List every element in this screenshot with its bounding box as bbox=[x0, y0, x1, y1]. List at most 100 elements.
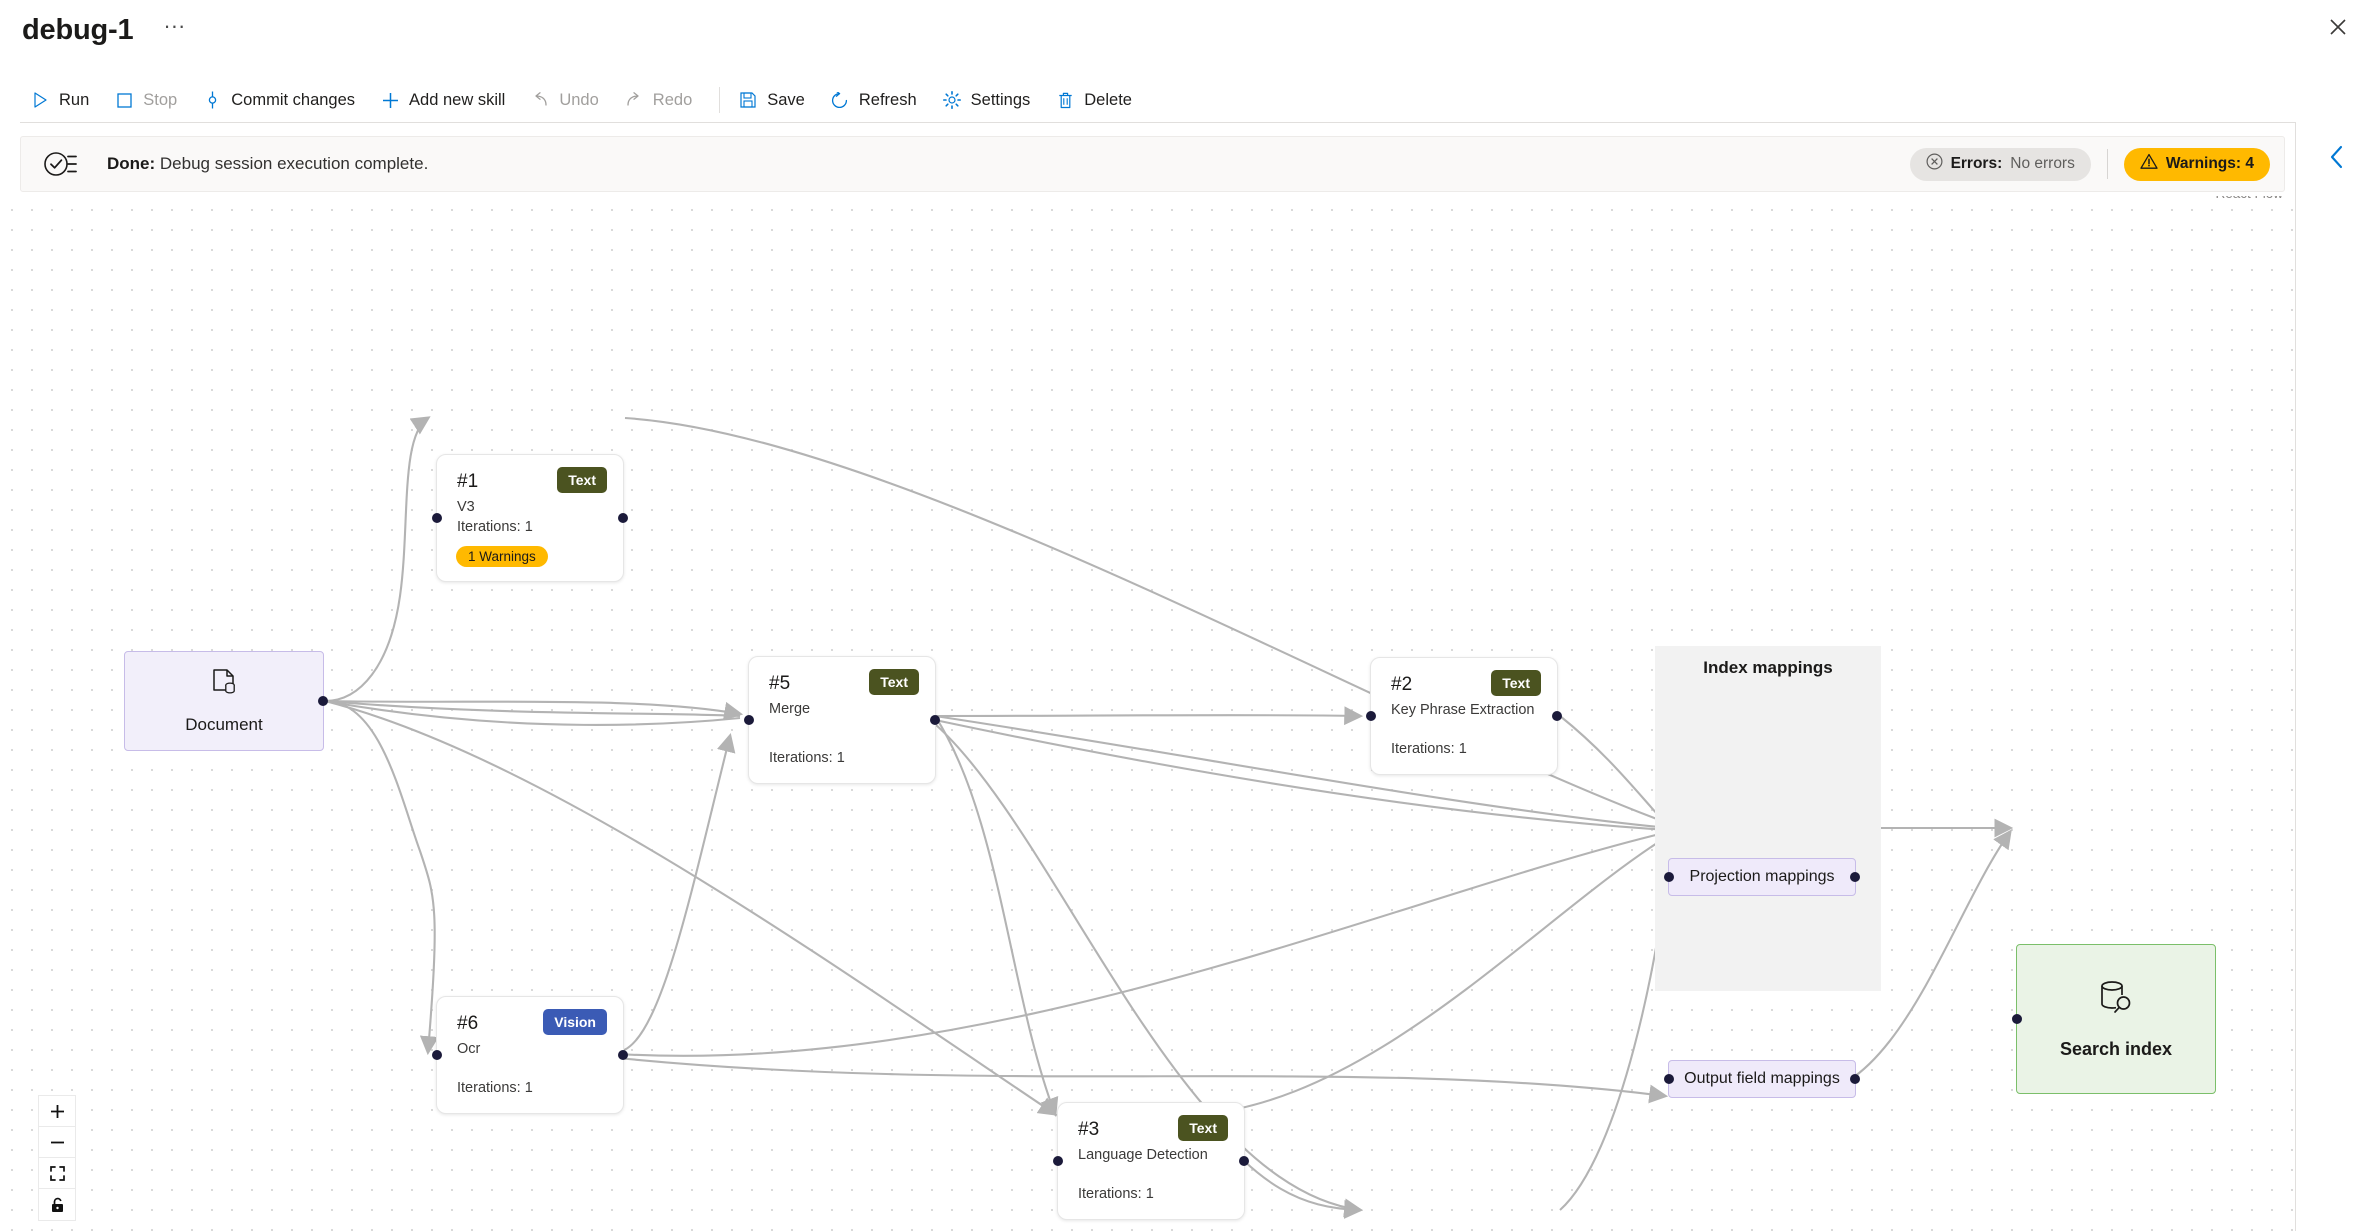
stop-button[interactable]: Stop bbox=[106, 84, 190, 116]
output-field-mappings-node[interactable]: Output field mappings bbox=[1664, 1060, 1860, 1098]
index-mappings-group[interactable]: Index mappings bbox=[1655, 646, 1881, 991]
lock-button[interactable] bbox=[39, 1189, 75, 1220]
skill-output-port[interactable] bbox=[1239, 1156, 1249, 1166]
redo-button[interactable]: Redo bbox=[616, 84, 705, 116]
mapping-input-port[interactable] bbox=[1664, 1074, 1674, 1084]
skill-node-2[interactable]: #2 Text Key Phrase Extraction Iterations… bbox=[1366, 657, 1562, 775]
skill-iterations: Iterations: 1 bbox=[1391, 741, 1467, 757]
close-icon[interactable] bbox=[2317, 6, 2359, 48]
skill-input-port[interactable] bbox=[1366, 711, 1376, 721]
document-node-label: Document bbox=[185, 714, 263, 734]
skill-iterations: Iterations: 1 bbox=[457, 519, 533, 535]
skill-output-port[interactable] bbox=[618, 1050, 628, 1060]
settings-button[interactable]: Settings bbox=[934, 84, 1044, 116]
more-options-button[interactable]: ··· bbox=[163, 13, 186, 38]
skill-name: Key Phrase Extraction bbox=[1391, 702, 1535, 718]
save-button[interactable]: Save bbox=[730, 84, 818, 116]
plus-icon bbox=[380, 90, 400, 110]
skill-node-5[interactable]: #5 Text Merge Iterations: 1 bbox=[744, 656, 940, 784]
graph-edges bbox=[324, 416, 2014, 1219]
index-mappings-title: Index mappings bbox=[1703, 658, 1833, 677]
skill-tag: Text bbox=[869, 669, 919, 695]
mapping-input-port[interactable] bbox=[1664, 872, 1674, 882]
document-node[interactable]: Document bbox=[124, 651, 328, 751]
trash-icon bbox=[1055, 90, 1075, 110]
skill-id: #1 bbox=[457, 471, 479, 492]
warning-triangle-icon bbox=[2140, 153, 2158, 175]
warnings-label: Warnings: 4 bbox=[2165, 155, 2254, 172]
skill-tag: Vision bbox=[543, 1009, 607, 1035]
commit-changes-label: Commit changes bbox=[231, 90, 356, 109]
skill-iterations: Iterations: 1 bbox=[457, 1080, 533, 1096]
skill-iterations: Iterations: 1 bbox=[1078, 1186, 1154, 1202]
skill-output-port[interactable] bbox=[1552, 711, 1562, 721]
skill-input-port[interactable] bbox=[432, 513, 442, 523]
status-detail: Debug session execution complete. bbox=[159, 154, 429, 173]
skillset-graph-canvas[interactable]: React Flow bbox=[0, 196, 2295, 1231]
skill-node-1[interactable]: #1 Text V3 Iterations: 1 1 Warnings bbox=[432, 454, 628, 582]
chevron-left-icon[interactable] bbox=[2320, 140, 2354, 174]
skill-warnings-badge[interactable]: 1 Warnings bbox=[456, 546, 548, 567]
status-indicators: Errors: No errors Warnings: 4 bbox=[1909, 147, 2270, 181]
search-index-input-port[interactable] bbox=[2012, 1014, 2022, 1024]
status-prefix: Done: bbox=[107, 154, 156, 173]
errors-label: Errors: bbox=[1950, 155, 2003, 172]
mapping-output-port[interactable] bbox=[1850, 1074, 1860, 1084]
toolbar-divider bbox=[20, 122, 2357, 123]
skill-tag: Text bbox=[1491, 670, 1541, 696]
fit-view-button[interactable] bbox=[39, 1158, 75, 1189]
delete-label: Delete bbox=[1084, 90, 1132, 109]
redo-icon bbox=[624, 90, 644, 110]
add-new-skill-button[interactable]: Add new skill bbox=[372, 84, 518, 116]
search-index-node[interactable]: Search index bbox=[2012, 944, 2216, 1094]
refresh-button[interactable]: Refresh bbox=[822, 84, 930, 116]
undo-button[interactable]: Undo bbox=[522, 84, 611, 116]
status-message: Done: Debug session execution complete. bbox=[107, 154, 428, 174]
zoom-out-button[interactable] bbox=[39, 1127, 75, 1158]
command-bar-divider bbox=[719, 87, 721, 113]
skill-input-port[interactable] bbox=[1053, 1156, 1063, 1166]
skill-name: Merge bbox=[769, 701, 811, 717]
redo-label: Redo bbox=[652, 90, 693, 109]
mapping-output-port[interactable] bbox=[1850, 872, 1860, 882]
skill-node-6[interactable]: #6 Vision Ocr Iterations: 1 bbox=[432, 996, 628, 1114]
projection-mappings-node[interactable]: Projection mappings bbox=[1664, 858, 1860, 896]
run-button[interactable]: Run bbox=[22, 84, 102, 116]
warnings-badge[interactable]: Warnings: 4 bbox=[2123, 147, 2270, 181]
skill-id: #2 bbox=[1391, 674, 1413, 695]
save-icon bbox=[738, 90, 758, 110]
skill-output-port[interactable] bbox=[930, 715, 940, 725]
document-database-icon bbox=[209, 668, 239, 703]
skill-name: V3 bbox=[457, 499, 475, 515]
skill-input-port[interactable] bbox=[744, 715, 754, 725]
skill-output-port[interactable] bbox=[618, 513, 628, 523]
undo-icon bbox=[530, 90, 550, 110]
settings-label: Settings bbox=[970, 90, 1031, 109]
reactflow-attribution: React Flow bbox=[2215, 196, 2283, 201]
skill-input-port[interactable] bbox=[432, 1050, 442, 1060]
skill-name: Language Detection bbox=[1078, 1147, 1208, 1163]
stop-label: Stop bbox=[143, 90, 178, 109]
commit-changes-button[interactable]: Commit changes bbox=[194, 84, 368, 116]
skill-id: #3 bbox=[1078, 1119, 1100, 1140]
delete-button[interactable]: Delete bbox=[1047, 84, 1145, 116]
projection-mappings-label: Projection mappings bbox=[1689, 868, 1835, 885]
commit-icon bbox=[202, 90, 222, 110]
zoom-controls bbox=[38, 1095, 76, 1221]
errors-badge[interactable]: Errors: No errors bbox=[1909, 147, 2091, 181]
skill-tag: Text bbox=[557, 467, 607, 493]
zoom-in-button[interactable] bbox=[39, 1096, 75, 1127]
refresh-label: Refresh bbox=[858, 90, 917, 109]
status-bar: Done: Debug session execution complete. … bbox=[20, 136, 2285, 192]
search-index-label: Search index bbox=[2059, 1039, 2173, 1059]
add-new-skill-label: Add new skill bbox=[409, 90, 506, 109]
play-icon bbox=[30, 90, 50, 110]
error-circle-icon bbox=[1926, 153, 1943, 175]
run-label: Run bbox=[59, 90, 90, 109]
errors-value: No errors bbox=[2010, 155, 2075, 172]
document-output-port[interactable] bbox=[318, 696, 328, 706]
skill-node-3[interactable]: #3 Text Language Detection Iterations: 1 bbox=[1053, 1102, 1249, 1220]
command-bar: Run Stop Commit changes Add new skill Un… bbox=[0, 78, 2377, 122]
skill-tag: Text bbox=[1178, 1115, 1228, 1141]
gear-icon bbox=[942, 90, 962, 110]
